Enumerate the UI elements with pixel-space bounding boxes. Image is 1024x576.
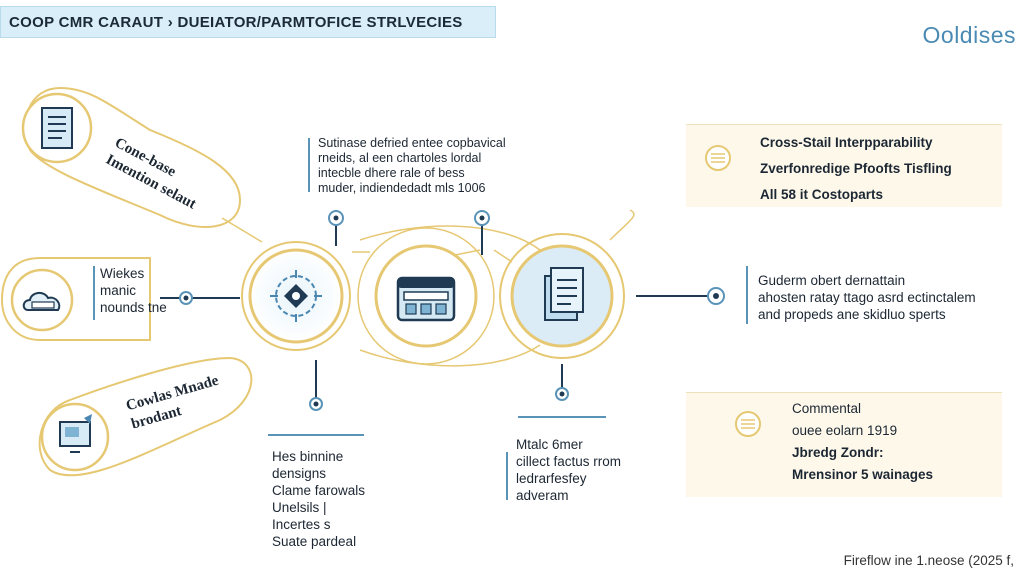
bottom-left-text: Hes binnine densigns Clame farowals Unel… (272, 449, 366, 549)
browser-window-icon (396, 276, 456, 322)
footer-credit: Fireflow ine 1.neose (2025 f, (843, 553, 1014, 568)
document-icon (41, 107, 73, 149)
left-node-mid-bar (93, 266, 95, 320)
process-hub-icon (270, 270, 322, 322)
bottom-center-bar (518, 416, 606, 418)
bottom-left-bar (268, 434, 364, 436)
left-node-mid-shape (0, 257, 151, 341)
right-mid-bar (746, 266, 748, 324)
top-center-text: Sutinase defried entee copbavical rneids… (318, 136, 506, 195)
page-title-text: COOP CMR CARAUT › DUEIATOR/PARMTOFICE ST… (9, 13, 463, 31)
right-bottom-panel-text: Commental ouee eolarn 1919 Jbredg Zondr:… (792, 401, 934, 482)
left-node-mid-label: Wiekes manic nounds tne (100, 266, 167, 315)
brand-logo: Ooldises (922, 22, 1016, 48)
document-stack-icon (544, 267, 584, 321)
right-top-panel-text: Cross-Stail Interpparability Zverfonredi… (760, 135, 952, 202)
bottom-center-text: Mtalc 6mer cillect factus rrom ledrarfes… (516, 437, 622, 503)
page-title: COOP CMR CARAUT › DUEIATOR/PARMTOFICE ST… (0, 6, 496, 38)
top-center-bar (308, 138, 310, 192)
cloud-icon (22, 292, 61, 311)
monitor-icon (59, 414, 92, 453)
left-node-bottom-shape (38, 356, 253, 477)
right-mid-text: Guderm obert dernattain ahosten ratay tt… (758, 273, 976, 322)
right-top-panel (686, 124, 1002, 207)
right-bottom-panel (686, 392, 1002, 497)
bottom-center-vbar (506, 452, 508, 500)
